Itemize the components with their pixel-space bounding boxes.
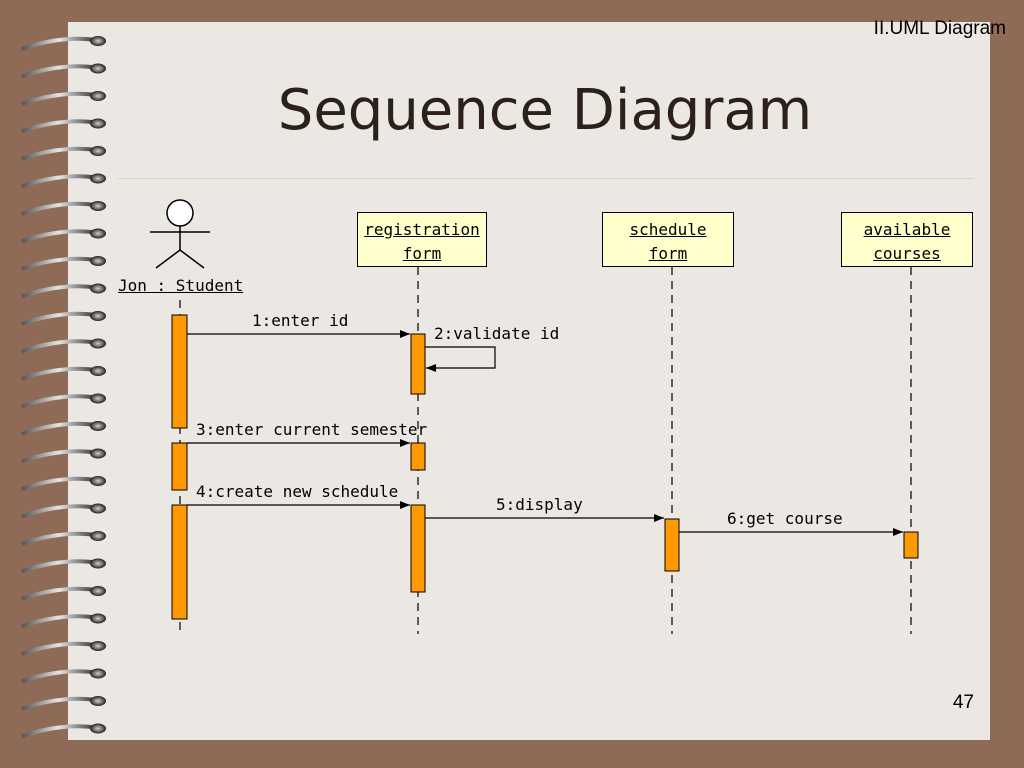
spiral-ring [21, 311, 97, 326]
spiral-ring [21, 504, 97, 519]
message-label-3: 3:enter current semester [196, 420, 428, 439]
binding-hole [90, 531, 106, 541]
spiral-ring [21, 559, 97, 574]
binding-hole [90, 338, 106, 349]
binding-hole [90, 448, 106, 459]
object-label-line1: schedule [629, 220, 707, 239]
spiral-ring [21, 64, 97, 79]
binding-hole [90, 63, 106, 74]
spiral-ring [21, 91, 97, 106]
spiral-ring [21, 476, 97, 491]
spiral-ring [21, 256, 97, 271]
binding-hole [90, 366, 106, 376]
activation-registration-3 [410, 504, 426, 593]
spiral-ring [21, 641, 97, 656]
spiral-ring [21, 421, 97, 436]
binding-hole [90, 723, 106, 734]
actor-label: Jon : Student [118, 276, 244, 295]
activation-registration-1 [410, 333, 426, 395]
spiral-ring [21, 366, 97, 381]
message-label-2: 2:validate id [434, 324, 560, 343]
binding-hole [90, 503, 106, 514]
binding-hole [90, 228, 106, 239]
binding-hole [90, 118, 106, 129]
binding-hole [90, 586, 106, 596]
slide-title: Sequence Diagram [277, 78, 813, 143]
binding-hole [90, 476, 106, 486]
actor-stick-figure [150, 199, 210, 269]
spiral-ring [21, 146, 97, 161]
spiral-ring [21, 614, 97, 629]
spiral-ring [21, 586, 97, 601]
object-label-line2: form [402, 244, 442, 263]
binding-hole [90, 668, 106, 679]
spiral-ring [21, 174, 97, 189]
message-label-5: 5:display [496, 495, 583, 514]
binding-hole [90, 311, 106, 321]
activation-courses-1 [903, 531, 919, 559]
binding-hole [90, 173, 106, 184]
activation-student-2 [171, 442, 188, 491]
spiral-binding [21, 36, 106, 739]
spiral-ring [21, 201, 97, 216]
object-label-line1: registration [364, 220, 480, 239]
binding-hole [90, 613, 106, 624]
spiral-ring [21, 339, 97, 354]
message-arrow-2 [425, 346, 496, 372]
spiral-ring [21, 669, 97, 684]
slide-page [68, 22, 990, 740]
object-available-courses: available courses [841, 212, 973, 267]
spiral-ring [21, 394, 97, 409]
binding-hole [90, 36, 106, 46]
message-label-1: 1:enter id [252, 311, 349, 330]
activation-schedule-1 [664, 518, 680, 572]
activation-student-3 [171, 504, 188, 620]
section-label: II.UML Diagram [873, 18, 1006, 39]
binding-hole [90, 421, 106, 431]
message-label-4: 4:create new schedule [196, 482, 399, 501]
binding-hole [90, 696, 106, 706]
spiral-ring [21, 119, 97, 134]
binding-hole [90, 641, 106, 651]
object-label-line2: form [648, 244, 688, 263]
binding-hole [90, 201, 106, 211]
spiral-ring [21, 696, 97, 711]
spiral-ring [21, 531, 97, 546]
object-registration-form: registration form [357, 212, 487, 267]
spiral-ring [21, 284, 97, 299]
binding-hole [90, 393, 106, 404]
activation-student-1 [171, 314, 188, 429]
binding-hole [90, 283, 106, 294]
activation-registration-2 [410, 442, 426, 471]
spiral-ring [21, 36, 97, 51]
spiral-ring [21, 724, 97, 739]
object-label-line1: available [863, 220, 951, 239]
title-divider [118, 178, 974, 179]
message-label-6: 6:get course [727, 509, 843, 528]
binding-hole [90, 256, 106, 266]
binding-hole [90, 91, 106, 101]
spiral-ring [21, 449, 97, 464]
binding-hole [90, 146, 106, 156]
binding-hole [90, 558, 106, 569]
page-number: 47 [952, 692, 974, 713]
object-label-line2: courses [873, 244, 941, 263]
object-schedule-form: schedule form [602, 212, 734, 267]
spiral-ring [21, 229, 97, 244]
